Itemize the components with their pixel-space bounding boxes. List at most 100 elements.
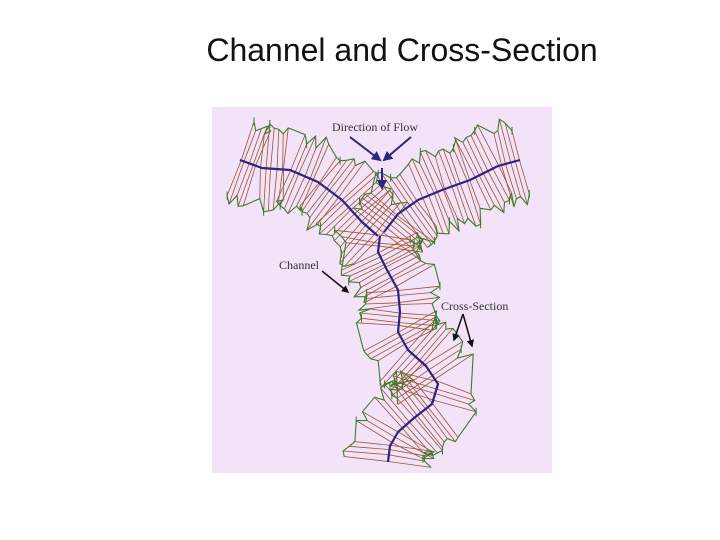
cross-section-line xyxy=(499,119,512,163)
cross-section-line xyxy=(493,133,503,167)
cross-section-line xyxy=(396,430,432,452)
cross-section-line xyxy=(364,193,395,217)
cross-section-line xyxy=(362,197,394,222)
cross-section-line xyxy=(438,150,454,189)
cross-section-line xyxy=(343,450,389,456)
bank-lines xyxy=(226,117,530,468)
cross-section-line xyxy=(361,317,399,323)
cross-section-line xyxy=(282,133,284,171)
cross-section-line xyxy=(418,328,447,361)
cross-section-line xyxy=(242,164,257,206)
cross-section-line xyxy=(424,407,448,439)
cross-section-line xyxy=(348,263,386,283)
cross-section-arrow-right xyxy=(462,313,474,348)
cross-section-line xyxy=(419,162,435,194)
flow-arrow-right xyxy=(382,136,412,162)
cross-section-line xyxy=(263,166,267,212)
cross-section-line xyxy=(482,173,505,213)
cross-section-line xyxy=(276,129,280,170)
cross-section-line xyxy=(442,148,458,187)
cross-section-line xyxy=(354,276,393,298)
cross-section-line xyxy=(241,121,255,161)
cross-section-line xyxy=(397,215,435,243)
cross-section-line xyxy=(290,134,306,172)
cross-section-line xyxy=(519,159,530,195)
cross-section-line xyxy=(434,353,474,380)
cross-section-line xyxy=(334,229,381,236)
cross-section-line xyxy=(366,295,400,299)
cross-section-line xyxy=(350,185,381,210)
cross-section-line xyxy=(393,220,421,244)
cross-section-line xyxy=(315,200,342,224)
cross-section-line xyxy=(366,290,398,294)
cross-section-line xyxy=(428,348,462,370)
cross-section-line xyxy=(515,162,528,205)
cross-section-line xyxy=(312,144,330,182)
cross-section-line xyxy=(401,316,440,322)
cross-section-line xyxy=(354,441,391,446)
cross-section-line xyxy=(391,381,418,417)
cross-section-line xyxy=(272,169,278,211)
cross-section-line xyxy=(353,237,380,264)
bank-line xyxy=(409,232,477,468)
cross-section-line xyxy=(370,192,398,217)
cross-section-line xyxy=(399,303,433,305)
cross-section-line xyxy=(228,161,245,205)
cross-section-line xyxy=(381,351,414,388)
cross-section-line xyxy=(400,370,429,409)
cross-section-line xyxy=(343,233,376,267)
cross-section-line xyxy=(379,245,423,253)
cross-section-line xyxy=(452,188,465,224)
cross-section-line xyxy=(501,166,515,208)
cross-section-line xyxy=(296,178,311,207)
cross-section-line xyxy=(249,128,262,163)
cross-section-line xyxy=(439,381,472,395)
cross-section-line xyxy=(358,267,385,283)
cross-section-line xyxy=(362,411,397,432)
cross-section-line xyxy=(511,130,520,160)
cross-section-line xyxy=(402,381,426,409)
cross-section-line xyxy=(469,181,481,209)
cross-section-line xyxy=(283,127,289,168)
cross-section-line xyxy=(276,170,291,202)
cross-section-line xyxy=(379,349,408,382)
cross-section-line xyxy=(294,144,307,174)
cross-section-line xyxy=(320,202,345,227)
cross-section-line xyxy=(384,226,414,249)
cross-section-line xyxy=(370,308,402,314)
cross-section-line xyxy=(360,272,387,288)
cross-section-line xyxy=(243,130,257,162)
cross-section-line xyxy=(411,158,429,195)
cross-section-line xyxy=(299,181,321,207)
cross-section-line xyxy=(414,417,443,451)
cross-section-line xyxy=(341,236,379,244)
cross-section-line xyxy=(398,310,437,333)
cross-section-line xyxy=(392,260,421,277)
cross-section-line xyxy=(399,292,431,296)
cross-section-line xyxy=(306,195,334,231)
cross-section-line xyxy=(396,177,415,204)
cross-section-line xyxy=(385,245,420,265)
cross-section-line xyxy=(349,260,384,277)
cross-section-line xyxy=(341,256,381,276)
cross-section-line xyxy=(374,396,402,428)
cross-section-line xyxy=(384,384,415,419)
cross-section-line xyxy=(412,379,433,403)
cross-section-line xyxy=(401,312,437,316)
bank-line xyxy=(226,194,355,268)
cross-section-line xyxy=(363,287,395,304)
cross-section-line xyxy=(309,137,327,179)
cross-section-line xyxy=(386,255,420,273)
cross-section-label: Cross-Section xyxy=(441,299,508,313)
cross-section-line xyxy=(319,157,337,183)
cross-section-line xyxy=(435,156,446,190)
cross-section-line xyxy=(416,200,437,226)
cross-section-line xyxy=(260,134,265,169)
cross-section-line xyxy=(470,135,489,173)
cross-section-line xyxy=(453,148,468,180)
cross-section-line xyxy=(326,159,348,189)
cross-section-line xyxy=(434,393,469,405)
cross-section-line xyxy=(400,316,436,337)
cross-section-line xyxy=(437,389,475,401)
